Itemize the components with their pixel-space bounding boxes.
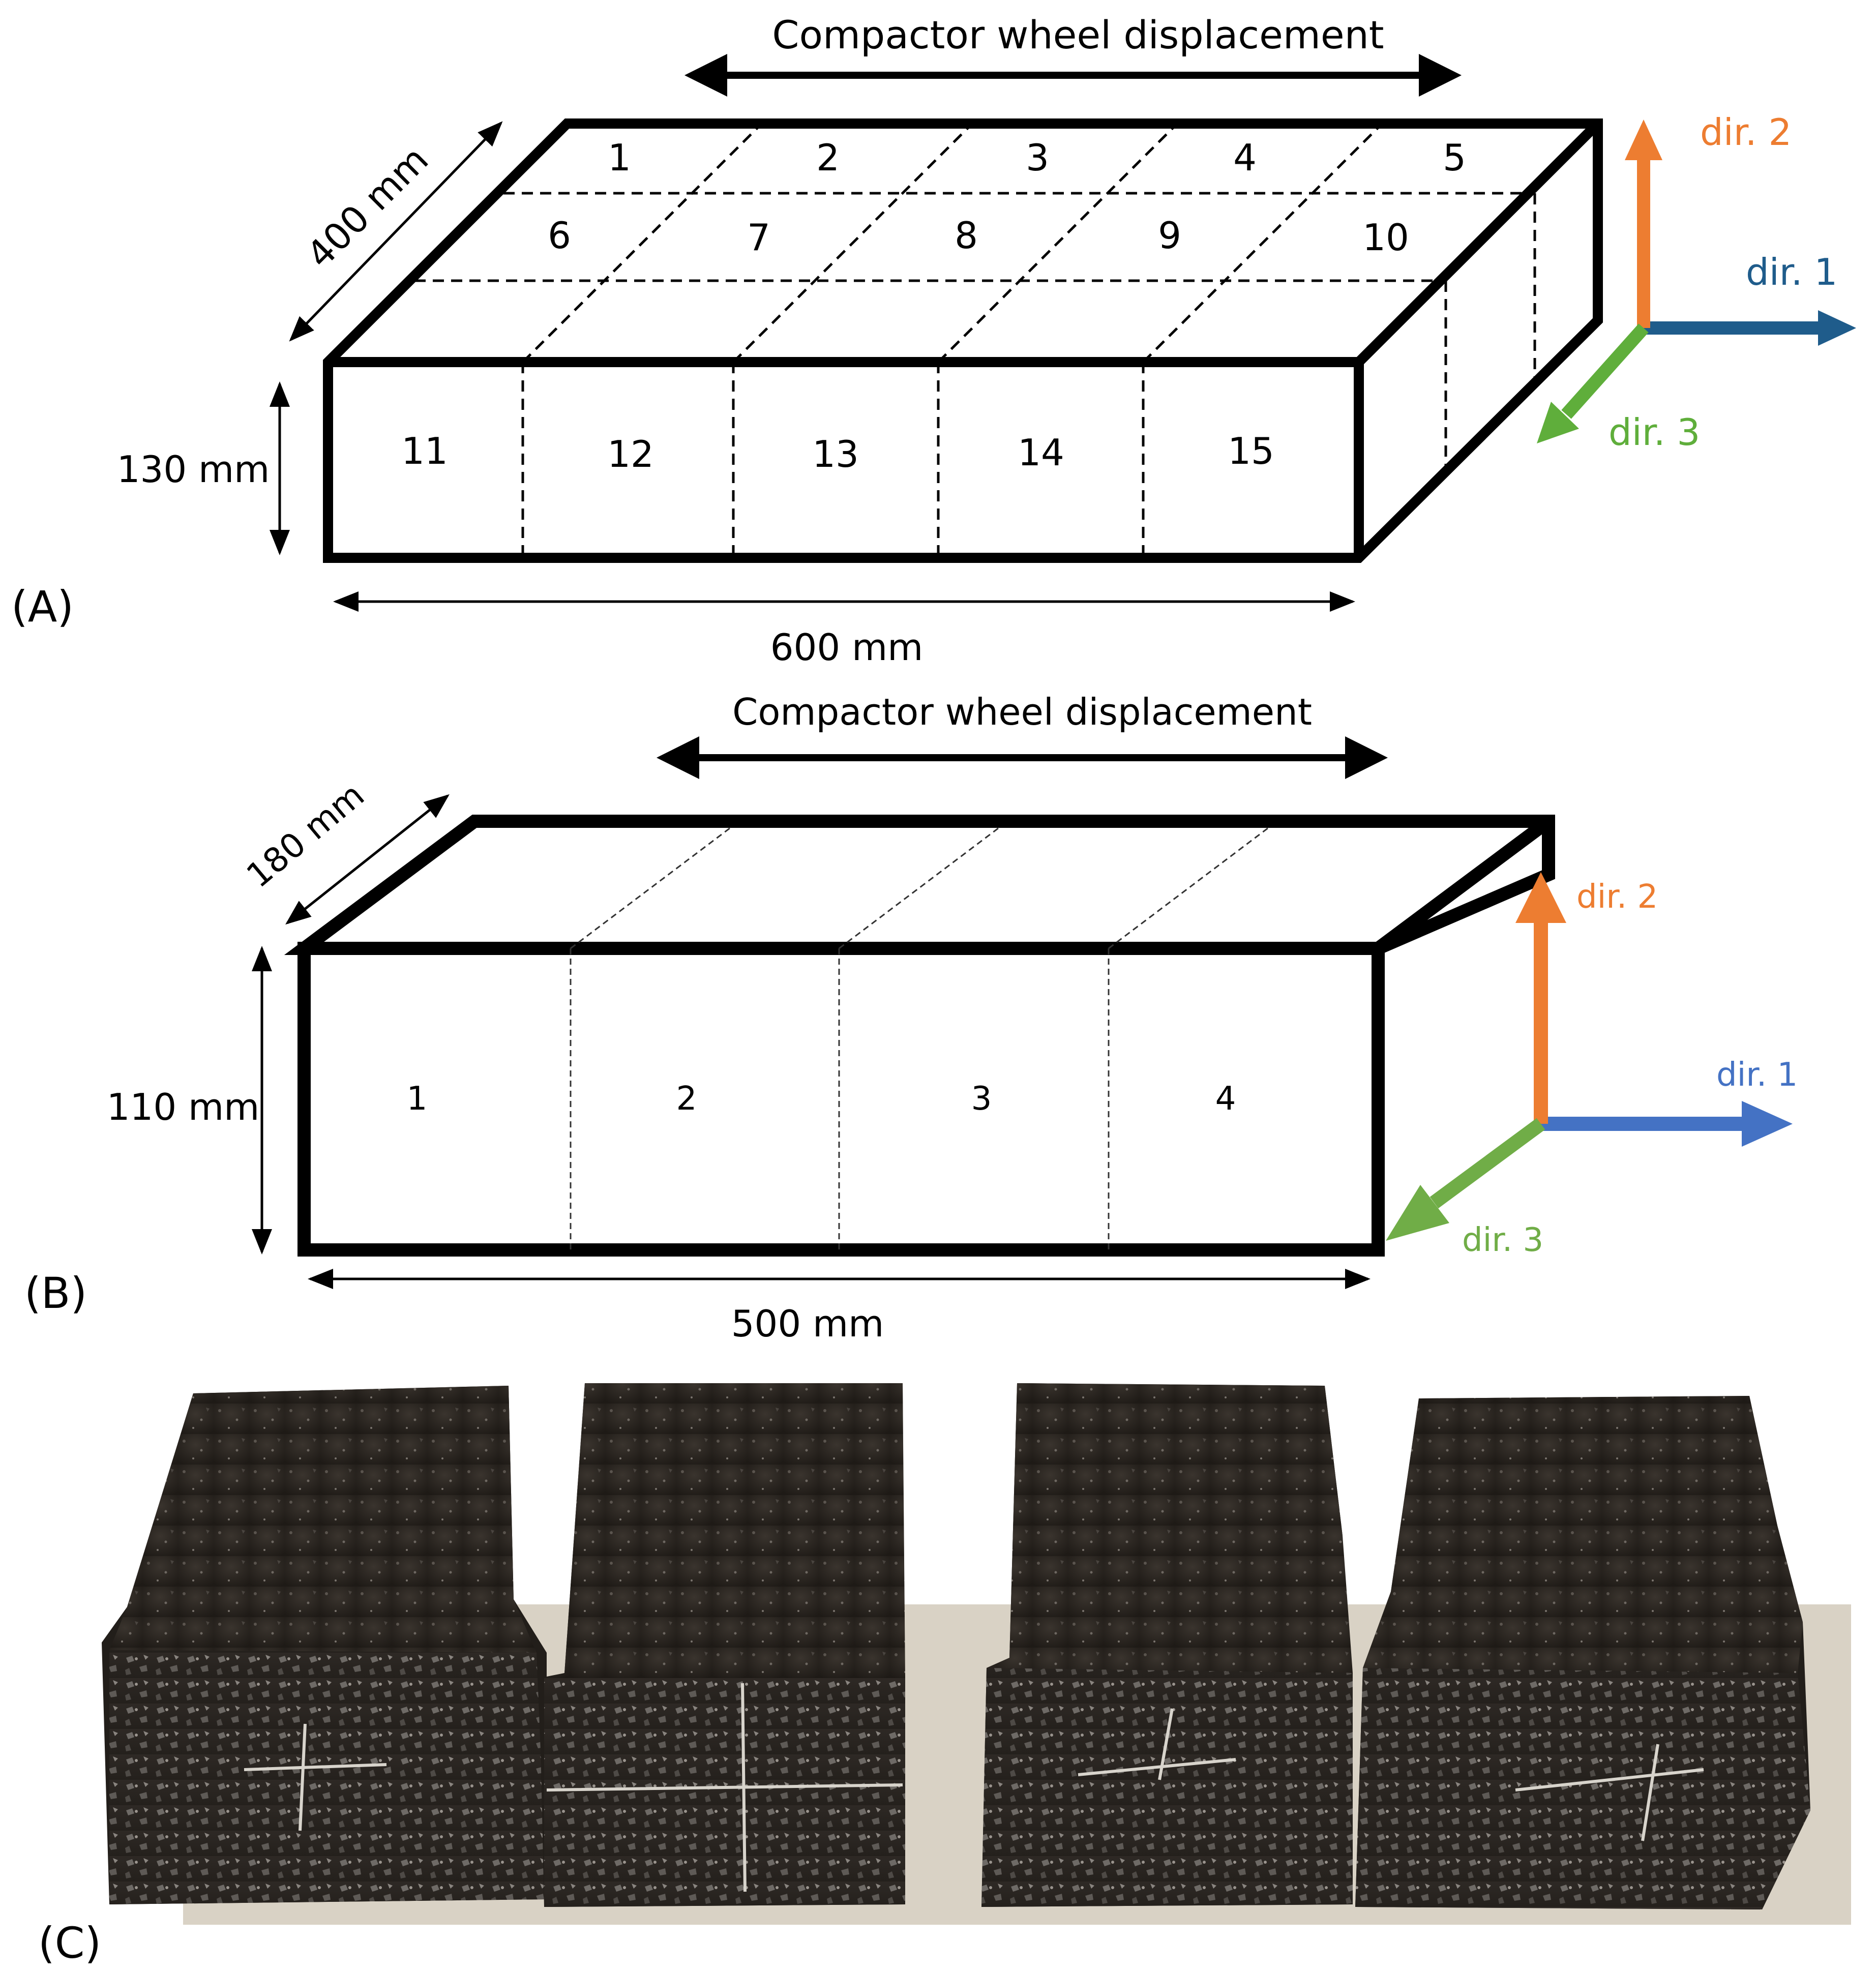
specimen-1 xyxy=(102,1386,547,1904)
panel-a-label: (A) xyxy=(11,582,74,632)
cell-label: 2 xyxy=(816,136,840,179)
panel-c: (C) xyxy=(38,1383,1851,1968)
panel-a-motion-label: Compactor wheel displacement xyxy=(772,12,1384,57)
panel-b-axes: dir. 1 dir. 2 dir. 3 xyxy=(1386,872,1798,1259)
panel-a-depth-arrow xyxy=(289,121,503,342)
panel-a-dir1-label: dir. 1 xyxy=(1746,251,1837,293)
cell-label: 9 xyxy=(1158,214,1181,257)
cell-label: 5 xyxy=(1443,136,1466,179)
panel-b-dir3-label: dir. 3 xyxy=(1462,1221,1543,1259)
cell-label: 15 xyxy=(1228,430,1274,472)
cell-label: 7 xyxy=(747,216,770,259)
panel-a-length-label: 600 mm xyxy=(770,626,924,669)
panel-a-dir2-label: dir. 2 xyxy=(1700,111,1792,154)
panel-b-dir3-arrow xyxy=(1386,1118,1545,1241)
specimen-3 xyxy=(981,1383,1353,1907)
cell-label: 12 xyxy=(607,433,654,475)
cell-label: 14 xyxy=(1018,431,1064,474)
panel-a-dir3-label: dir. 3 xyxy=(1609,411,1700,454)
cell-label: 1 xyxy=(608,136,631,179)
cell-label: 10 xyxy=(1362,216,1409,259)
panel-a-grid xyxy=(414,123,1536,558)
cell-label: 8 xyxy=(955,214,978,257)
panel-a-dir1-arrow xyxy=(1644,310,1856,346)
panel-b-dir2-label: dir. 2 xyxy=(1576,878,1658,916)
panel-a-dir2-arrow xyxy=(1625,120,1662,328)
panel-b-dir1-arrow xyxy=(1541,1101,1793,1147)
panel-b: (B) Compactor wheel displacement 1 2 3 4… xyxy=(24,691,1798,1345)
panel-a-height-label: 130 mm xyxy=(117,448,270,491)
panel-b-label: (B) xyxy=(24,1268,87,1318)
panel-b-motion-label: Compactor wheel displacement xyxy=(732,691,1312,733)
panel-b-dir1-label: dir. 1 xyxy=(1716,1056,1798,1094)
panel-a-axes: dir. 1 dir. 2 dir. 3 xyxy=(1537,111,1856,454)
panel-b-depth-arrow xyxy=(285,794,450,925)
panel-b-depth-label: 180 mm xyxy=(239,775,372,896)
cell-label: 3 xyxy=(1026,136,1049,179)
cell-label: 3 xyxy=(971,1080,992,1118)
specimen-2 xyxy=(539,1383,905,1907)
panel-a: (A) Compactor wheel displacement xyxy=(11,12,1856,669)
panel-b-grid xyxy=(570,825,1271,1250)
cell-label: 6 xyxy=(548,214,571,257)
cell-label: 13 xyxy=(812,433,859,475)
panel-b-length-label: 500 mm xyxy=(731,1302,884,1345)
panel-b-height-label: 110 mm xyxy=(107,1086,260,1128)
specimen-4 xyxy=(1355,1396,1810,1909)
panel-a-dir3-arrow xyxy=(1537,323,1649,443)
panel-b-front-cells: 1 2 3 4 xyxy=(407,1080,1236,1118)
cell-label: 2 xyxy=(676,1080,697,1118)
cell-label: 1 xyxy=(407,1080,428,1118)
panel-a-box xyxy=(323,118,1603,563)
cell-label: 4 xyxy=(1215,1080,1236,1118)
panel-a-front-cells: 11 12 13 14 15 xyxy=(401,430,1274,475)
panel-c-label: (C) xyxy=(38,1918,101,1968)
cell-label: 11 xyxy=(401,430,448,472)
panel-a-depth-label: 400 mm xyxy=(298,138,436,276)
cell-label: 4 xyxy=(1233,136,1257,179)
panel-a-top-cells: 1 2 3 4 5 6 7 8 9 10 xyxy=(548,136,1466,259)
panel-b-box xyxy=(284,815,1555,1257)
panel-b-dir2-arrow xyxy=(1515,872,1566,1124)
